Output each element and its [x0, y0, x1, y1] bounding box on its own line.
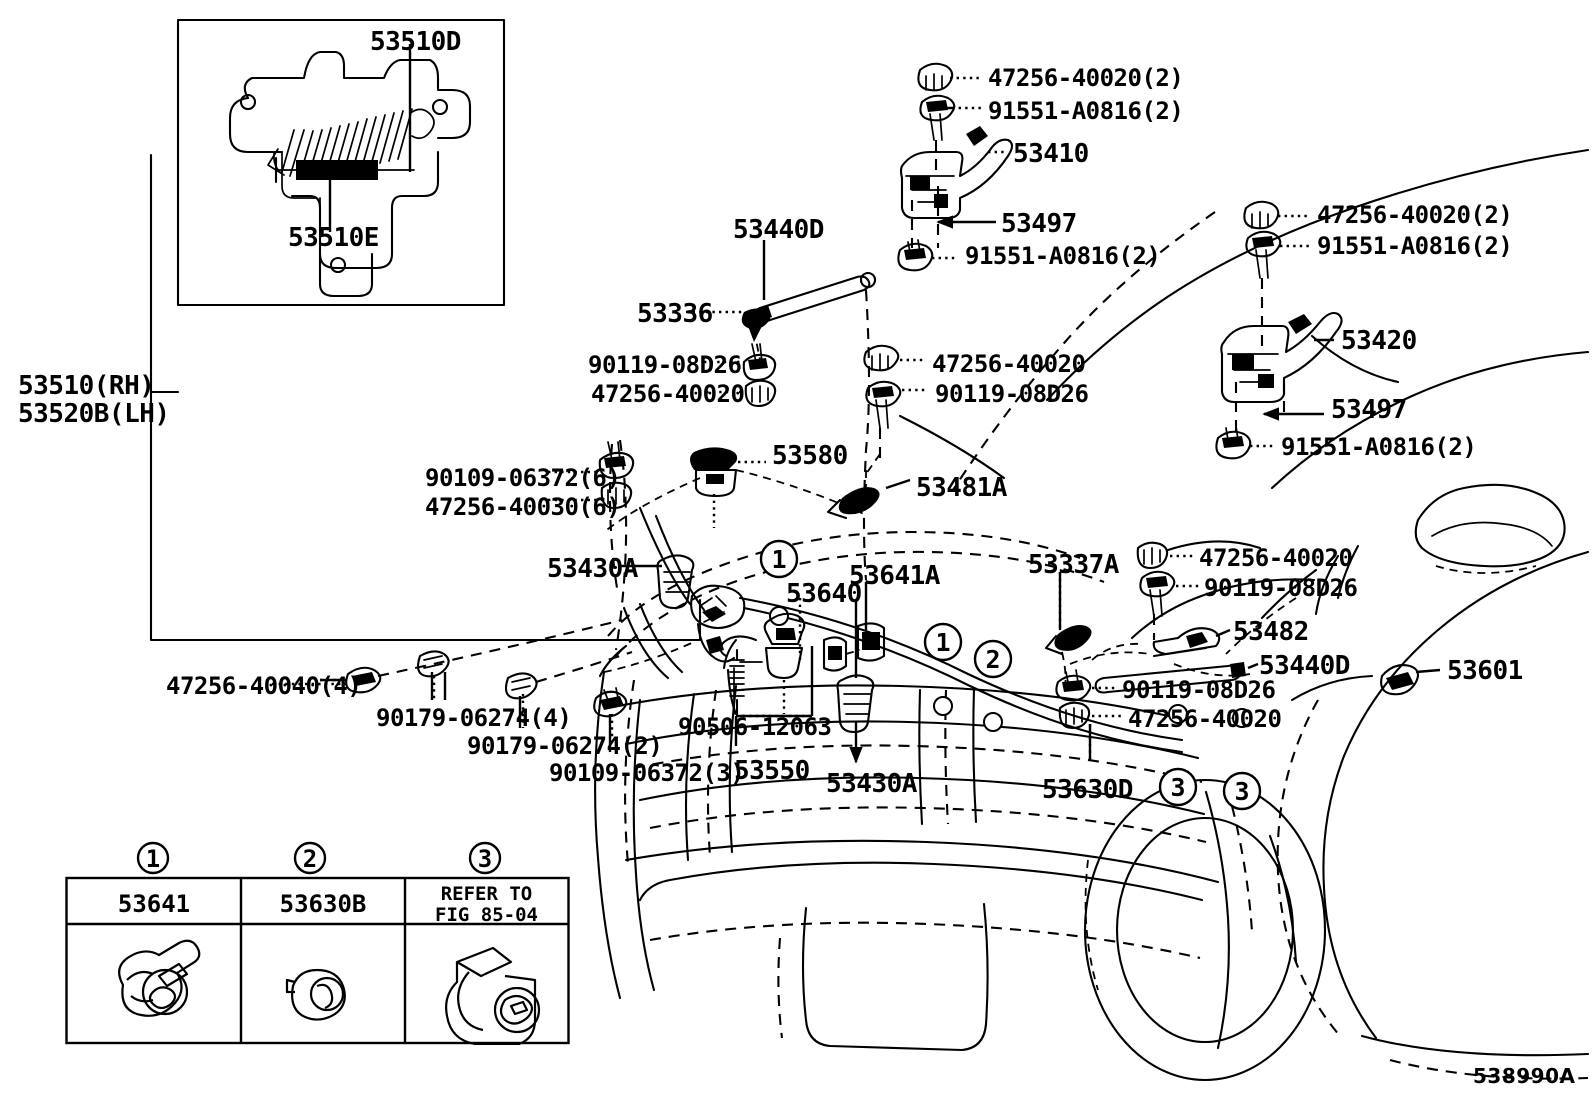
legend-part-1: 53641 [117, 890, 191, 918]
callout-leaders [272, 240, 1092, 760]
part-callout-47256400404: 47256-40040(4) [166, 672, 362, 700]
figure-code: 538990A [1473, 1064, 1576, 1088]
part-callout-53580: 53580 [772, 441, 848, 471]
part-callout-90109063723: 90109-06372(3) [549, 759, 745, 787]
part-callout-53601: 53601 [1447, 656, 1523, 686]
dash-hood-edge [608, 443, 620, 595]
hood-release-cable [738, 596, 1441, 754]
inset-detail-box [176, 18, 506, 307]
spring-90506 [729, 648, 745, 716]
inset-label-53510e: 53510E [288, 223, 379, 253]
part-callout-47256400306: 47256-40030(6) [425, 493, 621, 521]
fastener-group-mid-right [863, 344, 1006, 480]
part-callout-53630d: 53630D [1042, 775, 1133, 805]
legend-part-2: 53630B [279, 890, 367, 918]
part-callout-53440d: 53440D [1259, 651, 1350, 681]
part-callout-90109063726: 90109-06372(6) [425, 464, 621, 492]
reference-number: 3 [1170, 773, 1185, 802]
part-callout-47256400202: 47256-40020(2) [988, 64, 1184, 92]
bolt-group-left [598, 441, 635, 510]
part-callout-53420: 53420 [1341, 326, 1417, 356]
reference-circle-3 [1158, 767, 1198, 807]
part-callout-90179062742: 90179-06274(2) [467, 732, 663, 760]
part-callout-9011908d26: 90119-08D26 [588, 351, 742, 379]
part-callout-4725640020: 47256-40020 [1199, 544, 1353, 572]
part-callout-91551a08162: 91551-A0816(2) [965, 242, 1161, 270]
hood-stopper-53481a [826, 453, 911, 520]
part-callout-9011908d26: 90119-08D26 [1204, 574, 1358, 602]
part-callout-53481a: 53481A [916, 473, 1007, 503]
assembly-label-lh: 53520B(LH) [18, 399, 170, 429]
part-callout-4725640020: 47256-40020 [1128, 705, 1282, 733]
grommet-53430a-upper [620, 554, 695, 610]
part-callout-90179062744: 90179-06274(4) [376, 704, 572, 732]
part-callout-53336: 53336 [637, 299, 713, 329]
legend-header-1: 1 [145, 845, 161, 873]
reference-number: 1 [771, 545, 786, 574]
reference-circle-2 [973, 639, 1013, 679]
hinge-53420 [1215, 200, 1400, 460]
reference-circle-1 [923, 622, 963, 662]
part-callout-53550: 53550 [734, 756, 810, 786]
part-callout-53430a: 53430A [826, 769, 917, 799]
clip-group-lower-left [320, 618, 633, 752]
part-callout-53410: 53410 [1013, 139, 1089, 169]
hood-support-rod-upper [741, 271, 877, 581]
circled-reference-markers: 1 1 2 3 3 [759, 539, 1262, 811]
stopper-53337a [1044, 572, 1092, 693]
part-callout-91551a08162: 91551-A0816(2) [988, 97, 1184, 125]
part-callout-4725640020: 47256-40020 [932, 350, 1086, 378]
reference-number: 2 [985, 645, 1000, 674]
part-callout-91551a08162: 91551-A0816(2) [1281, 433, 1477, 461]
legend-header-3: 3 [477, 845, 493, 873]
part-callout-53337a: 53337A [1028, 550, 1119, 580]
rod-53440d-lower [1055, 540, 1262, 730]
reference-circle-1 [759, 539, 799, 579]
part-callout-53482: 53482 [1233, 617, 1309, 647]
grommet-53430a-lower [836, 674, 875, 764]
part-callout-53640: 53640 [786, 579, 862, 609]
part-callout-91551a08162: 91551-A0816(2) [1317, 232, 1513, 260]
part-callout-4725640020: 47256-40020 [591, 380, 745, 408]
body-seam [1260, 568, 1318, 620]
part-callout-9011908d26: 90119-08D26 [935, 380, 1089, 408]
part-callout-53497: 53497 [1331, 395, 1407, 425]
reference-number: 1 [935, 628, 950, 657]
legend-part-line2: FIG 85-04 [435, 904, 538, 926]
legend-part-line1: REFER TO [440, 883, 533, 905]
hood-lock-53550 [719, 612, 814, 746]
part-callout-47256400202: 47256-40020(2) [1317, 201, 1513, 229]
body-seam-dash [1225, 597, 1297, 655]
inset-label-53510d: 53510D [370, 27, 461, 57]
hinge-53410 [897, 62, 1014, 272]
hood-bumper-53580 [603, 447, 865, 533]
car-body-outline [594, 148, 1590, 1082]
assembly-bracket-line [149, 153, 702, 642]
assembly-label-rh: 53510(RH) [18, 371, 155, 401]
part-callout-53497: 53497 [1001, 209, 1077, 239]
part-callout-53440d: 53440D [733, 215, 824, 245]
part-callout-9050612063: 90506-12063 [678, 713, 832, 741]
legend-header-2: 2 [302, 845, 318, 873]
part-callout-53641a: 53641A [849, 561, 940, 591]
reference-circle-3 [1222, 771, 1262, 811]
reference-number: 3 [1234, 777, 1249, 806]
part-callout-9011908d26: 90119-08D26 [1122, 676, 1276, 704]
part-callout-53430a: 53430A [547, 554, 638, 584]
